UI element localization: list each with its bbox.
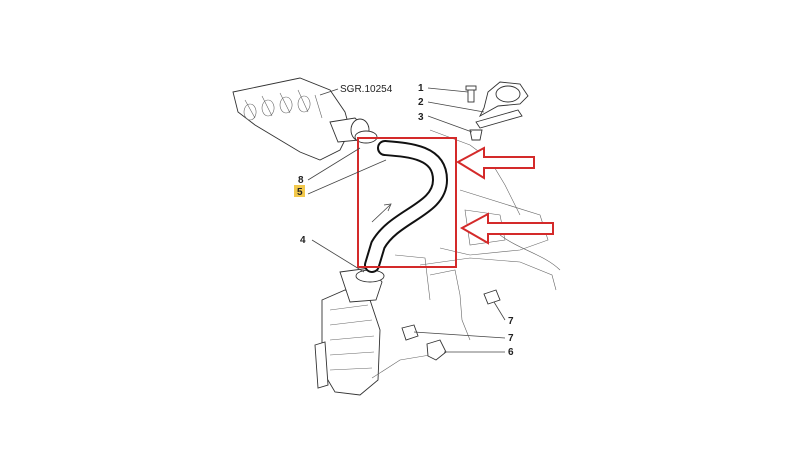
callout-3: 3 (418, 112, 424, 123)
callout-1: 1 (418, 83, 424, 94)
callout-8: 8 (298, 175, 304, 186)
callout-6: 6 (508, 347, 514, 358)
clip-part-7-upper (483, 289, 501, 305)
bracket-assembly (465, 81, 529, 141)
highlight-box (357, 137, 457, 268)
clip-part-6 (426, 339, 447, 361)
callout-7-upper: 7 (508, 316, 514, 327)
arrow-lower (459, 212, 554, 245)
intake-manifold (232, 77, 370, 161)
drawing-reference: SGR.10254 (340, 84, 393, 95)
clip-part-7-lower (401, 324, 419, 341)
arrow-upper (455, 146, 535, 180)
intercooler-hose (364, 140, 448, 273)
callout-7-lower: 7 (508, 333, 514, 344)
callout-5-badge (294, 185, 305, 197)
callout-4: 4 (300, 235, 306, 246)
callout-2: 2 (418, 97, 424, 108)
callout-5: 5 (297, 187, 303, 198)
